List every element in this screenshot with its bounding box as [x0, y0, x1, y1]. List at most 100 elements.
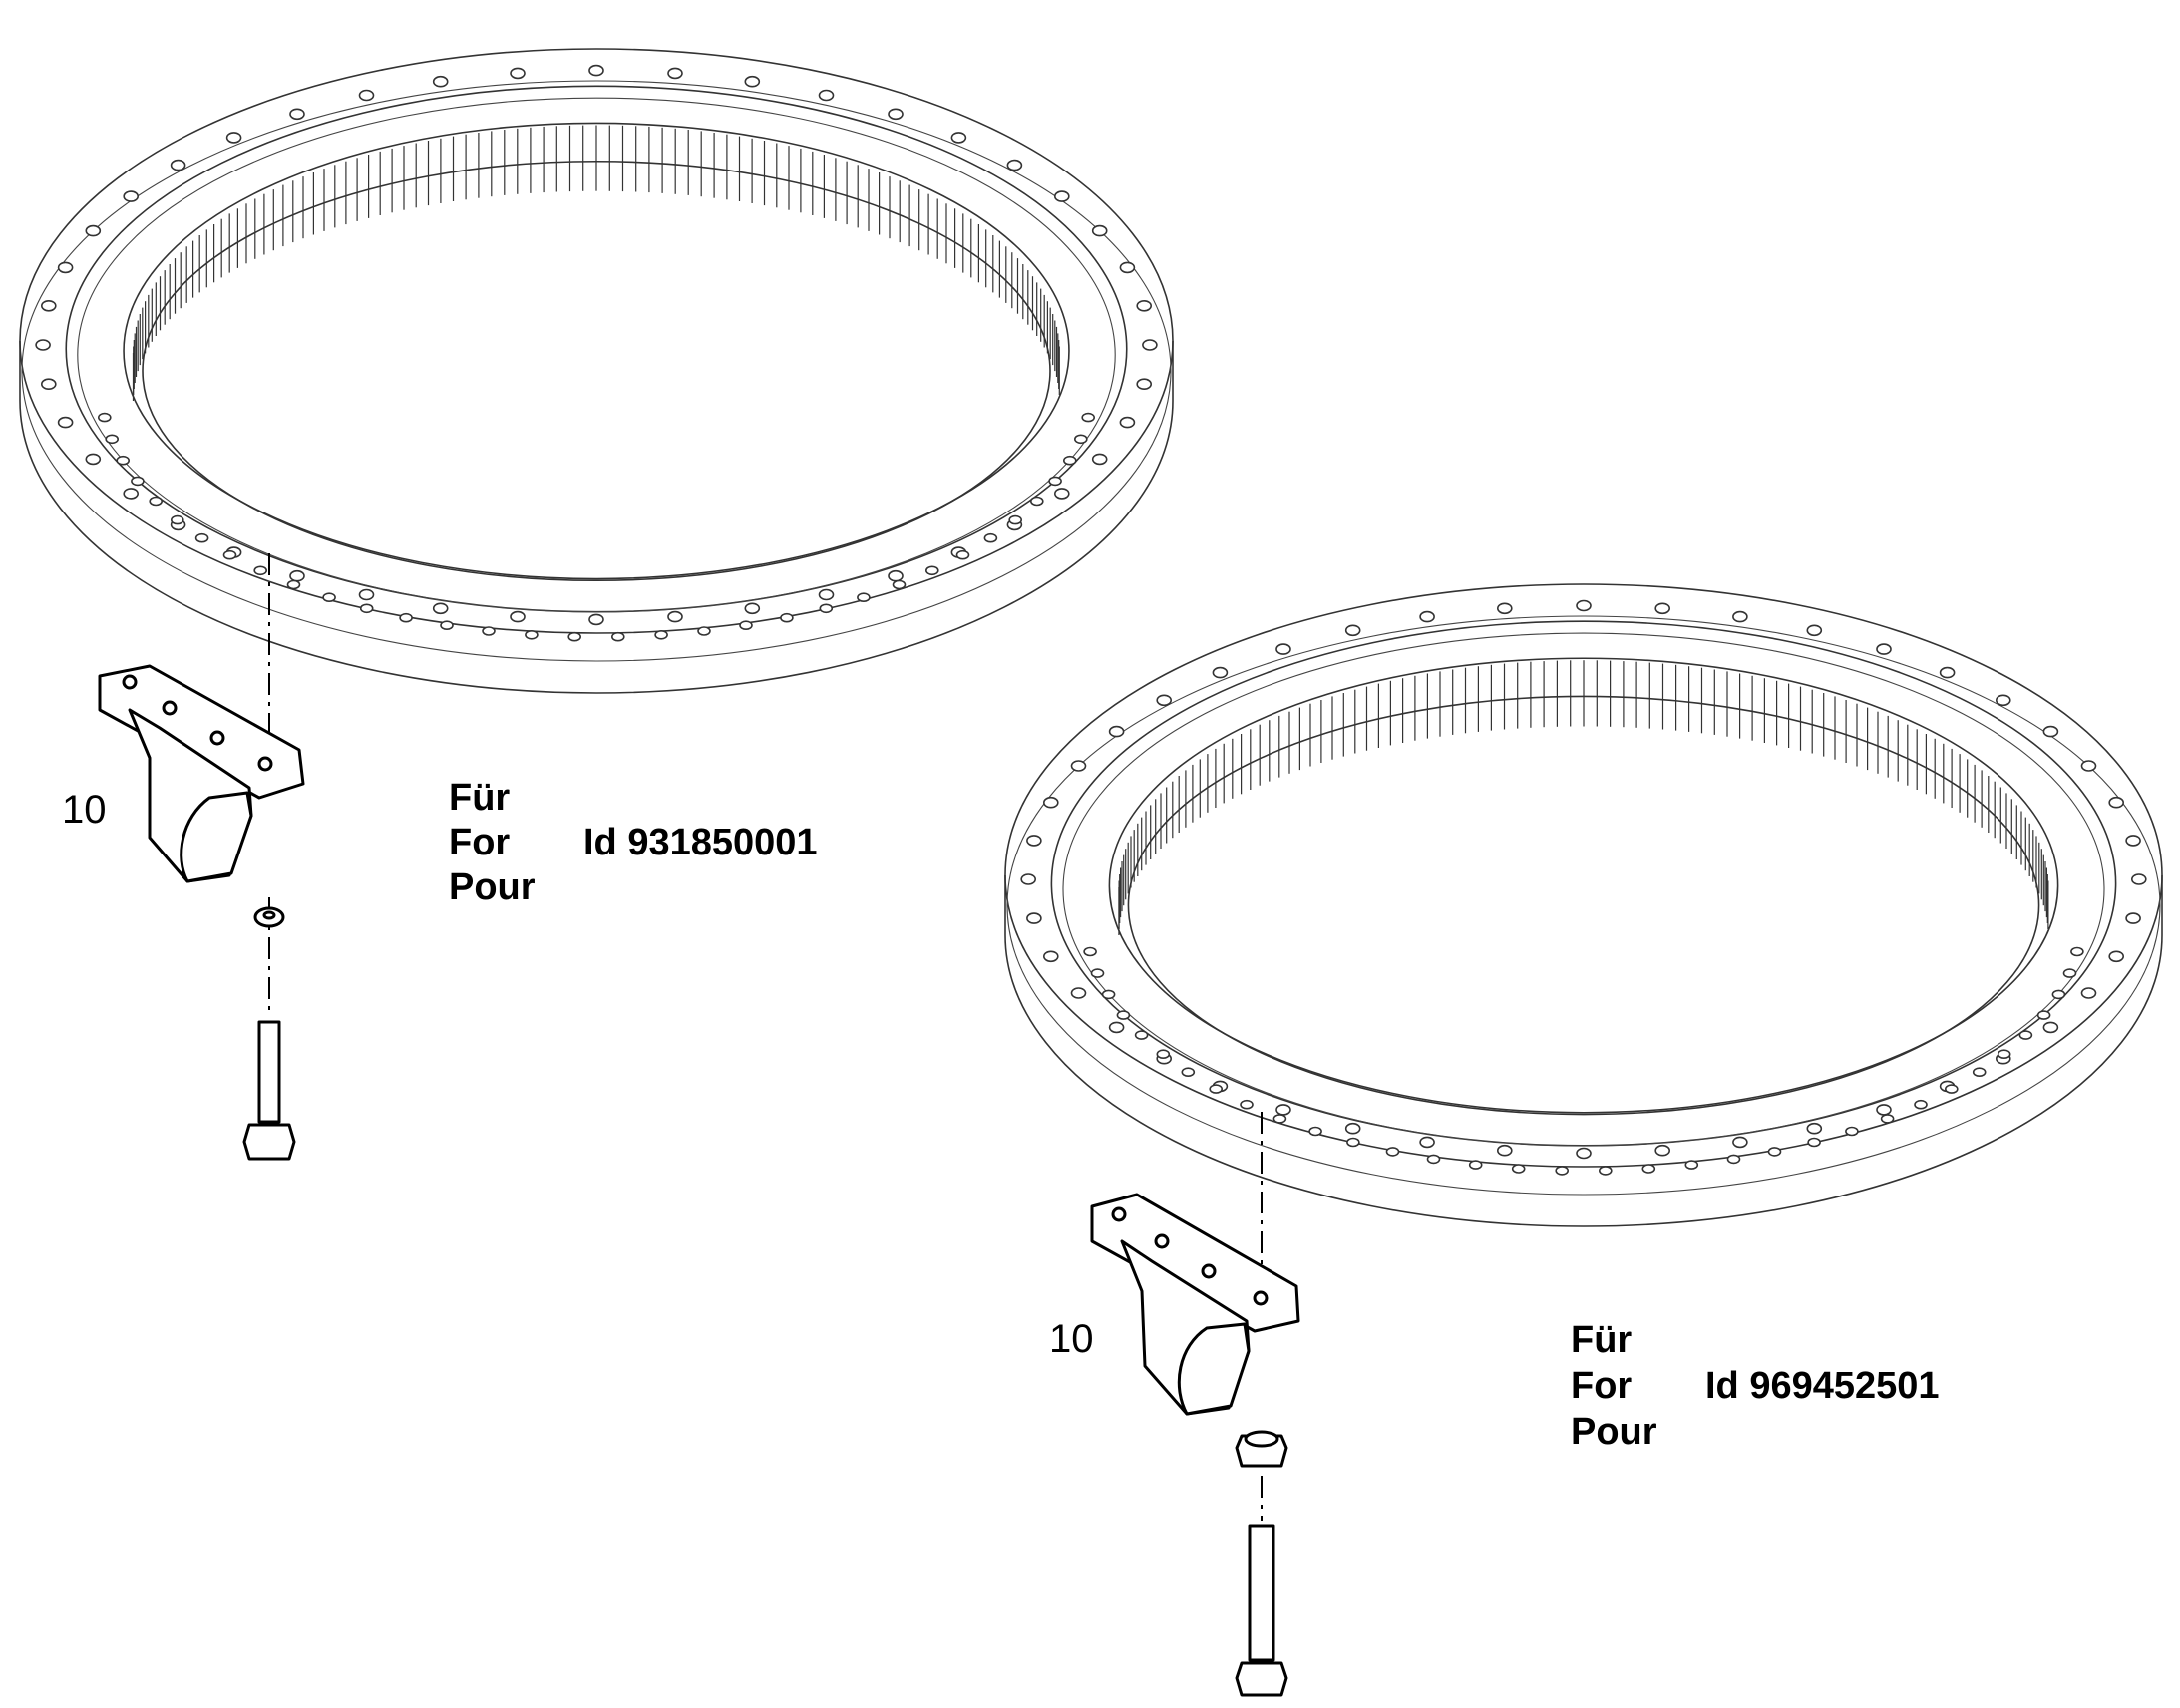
label-de: Für — [1571, 1319, 1632, 1361]
bolt-hole — [888, 108, 904, 121]
bolt-hole — [2051, 989, 2066, 1000]
bolt-hole — [1156, 694, 1172, 707]
bolt-hole — [1043, 796, 1059, 809]
bolt-hole — [1555, 1166, 1569, 1176]
bolt-hole — [2042, 725, 2059, 738]
gear-root-edge — [1108, 657, 2059, 1114]
gear-tip-edge — [142, 160, 1051, 582]
bolt-hole — [1807, 1137, 1821, 1148]
bolt-hole — [2108, 796, 2124, 809]
bolt-hole — [2018, 1030, 2033, 1040]
bolt-hole — [1880, 1114, 1895, 1124]
bolt-hole — [1054, 488, 1070, 500]
bolt-hole — [225, 132, 242, 144]
bolt-hole — [510, 610, 526, 623]
bolt-hole — [1344, 624, 1361, 637]
bolt-hole — [1275, 1104, 1291, 1116]
bolt-hole — [358, 588, 375, 601]
bolt-hole — [892, 579, 907, 590]
bolt-hole — [2062, 968, 2077, 978]
label-fr: Pour — [1571, 1411, 1657, 1453]
bolt-hole — [289, 569, 305, 582]
bolt-hole — [1308, 1126, 1322, 1137]
bolt-hole — [1091, 453, 1108, 466]
bracket-caster-part — [98, 664, 305, 883]
bolt-hole — [1576, 599, 1592, 612]
bolt-hole — [98, 412, 112, 423]
gear-teeth — [132, 125, 1060, 401]
bolt-hole — [1806, 1122, 1823, 1135]
bolt-hole — [1090, 968, 1105, 978]
bracket-caster-part — [1090, 1193, 1300, 1416]
bolt-hole — [85, 453, 102, 466]
bolt-hole — [1074, 434, 1088, 445]
bolt-hole — [1020, 873, 1036, 885]
bolt-hole — [171, 514, 184, 525]
bolt-hole — [123, 488, 139, 500]
bolt-hole — [170, 159, 186, 171]
bolt-hole — [482, 626, 496, 636]
bolt-hole — [2080, 987, 2097, 999]
item-number-label: 10 — [62, 788, 107, 832]
bolt-hole — [440, 620, 454, 631]
label-en: For — [449, 822, 510, 863]
bolt-hole — [289, 108, 305, 121]
bolt-hole — [359, 603, 374, 614]
bolt-hole — [1272, 1114, 1287, 1124]
bolt-hole — [222, 549, 237, 560]
bolt-hole — [1419, 1136, 1435, 1149]
bolt-hole — [1063, 455, 1077, 466]
bolt-hole — [1156, 1049, 1171, 1059]
bolt-hole — [1876, 1104, 1892, 1116]
washer-part — [253, 906, 285, 928]
bolt-hole — [744, 75, 761, 88]
bolt-hole — [1101, 989, 1116, 1000]
bolt-hole — [1972, 1067, 1987, 1077]
bolt-hole — [697, 626, 711, 636]
bolt-hole — [1845, 1126, 1859, 1137]
bolt-hole — [1083, 946, 1097, 957]
bolt-hole — [1346, 1137, 1360, 1148]
bolt-hole — [1497, 1144, 1513, 1157]
bolt-hole — [116, 455, 130, 466]
slewing-ring-2 — [1004, 583, 2163, 1227]
bolt-hole — [1081, 412, 1095, 423]
part-id-label: Id 931850001 — [583, 822, 818, 863]
bolt-hole — [194, 532, 209, 543]
bolt-hole — [654, 629, 668, 640]
bolt-hole — [1070, 987, 1087, 999]
bolt-hole — [1385, 1147, 1400, 1157]
bolt-hole — [1240, 1099, 1254, 1110]
bolt-hole — [2108, 950, 2124, 963]
bolt-hole — [1599, 1166, 1613, 1176]
bolt-hole — [1726, 1154, 1741, 1165]
bolt-hole — [2036, 1010, 2051, 1020]
bolt-hole — [744, 602, 761, 615]
bolt-hole — [1275, 643, 1291, 655]
bolt-hole — [1108, 725, 1125, 738]
bolt-hole — [1008, 514, 1023, 525]
bolt-hole — [131, 476, 145, 487]
bolt-hole — [983, 532, 998, 543]
bolt-hole — [432, 75, 449, 88]
bolt-hole — [1091, 224, 1108, 237]
bolt-hole — [1054, 190, 1070, 202]
bolt-hole — [322, 592, 336, 603]
bolt-hole — [432, 602, 449, 615]
bolt-holes — [35, 64, 1158, 642]
gear-tip-edge — [1127, 695, 2040, 1116]
bolt-hole — [1939, 666, 1956, 679]
bolt-hole — [57, 261, 74, 274]
bolt-hole — [40, 299, 57, 312]
bolt-part — [1235, 1524, 1288, 1697]
bolt-hole — [1142, 339, 1158, 351]
bolt-hole — [819, 603, 834, 614]
bolt-hole — [1767, 1147, 1782, 1157]
label-en: For — [1571, 1365, 1632, 1407]
bolt-hole — [40, 378, 57, 391]
bolt-hole — [57, 416, 74, 429]
bolt-hole — [2131, 873, 2147, 885]
bolt-hole — [1497, 602, 1513, 615]
bolt-hole — [1026, 912, 1042, 924]
